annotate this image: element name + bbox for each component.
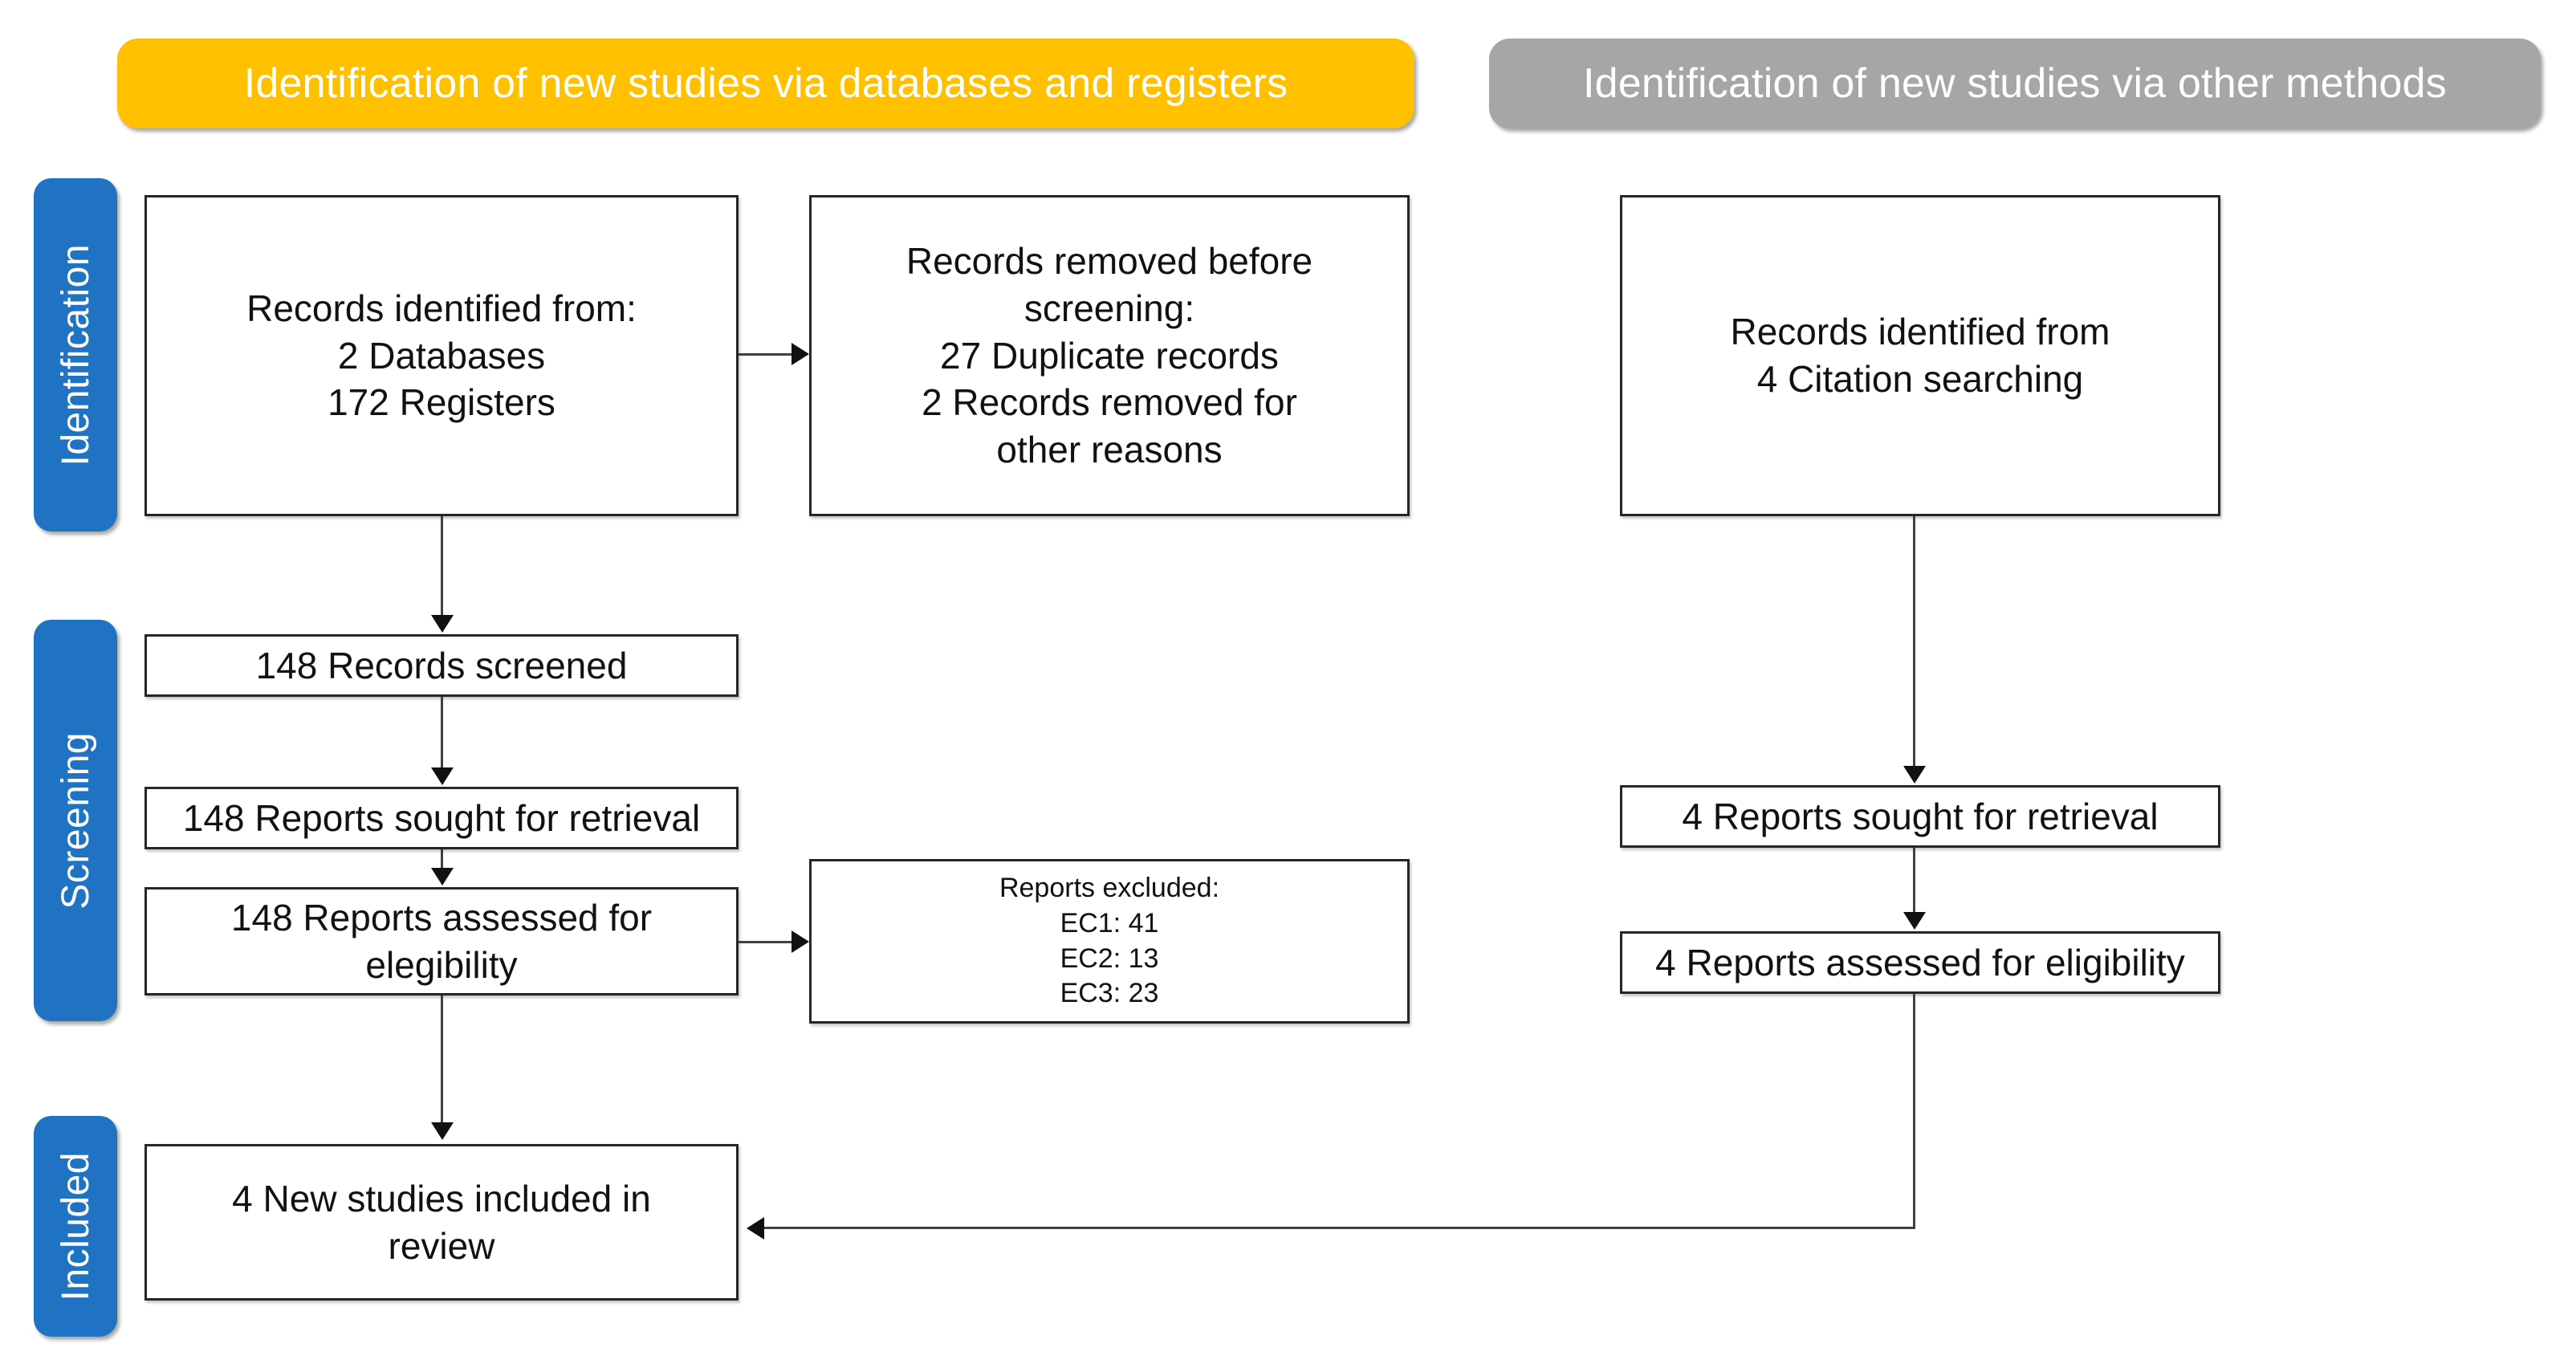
box-reports-sought-retrieval-other-line1: 4 Reports sought for retrieval bbox=[1682, 795, 2159, 837]
box-reports-assessed-eligibility-other: 4 Reports assessed for eligibility bbox=[1620, 931, 2220, 994]
box-records-removed-line4: 2 Records removed for bbox=[922, 381, 1297, 424]
box-reports-sought-retrieval-other: 4 Reports sought for retrieval bbox=[1620, 785, 2220, 848]
box-records-identified-citation: Records identified from 4 Citation searc… bbox=[1620, 195, 2220, 516]
stage-tab-identification-label: Identification bbox=[54, 243, 97, 466]
arrow-other-to-included bbox=[747, 1217, 764, 1240]
stage-tab-included: Included bbox=[34, 1116, 117, 1337]
box-records-removed-line3: 27 Duplicate records bbox=[940, 334, 1279, 377]
header-banner-databases: Identification of new studies via databa… bbox=[117, 39, 1414, 128]
stage-tab-included-label: Included bbox=[54, 1151, 97, 1301]
box-reports-sought-retrieval: 148 Reports sought for retrieval bbox=[144, 787, 739, 849]
arrow-citation-to-sought-other bbox=[1903, 766, 1926, 784]
box-records-identified-line3: 172 Registers bbox=[328, 381, 555, 424]
box-reports-assessed-eligibility-line1: 148 Reports assessed for bbox=[230, 896, 653, 938]
box-new-studies-included-line1: 4 New studies included in bbox=[232, 1177, 651, 1219]
header-banner-databases-label: Identification of new studies via databa… bbox=[243, 60, 1288, 107]
box-reports-assessed-eligibility-line2: elegibility bbox=[365, 943, 518, 986]
connector-screened-to-sought bbox=[441, 697, 443, 769]
header-banner-other-methods-label: Identification of new studies via other … bbox=[1582, 60, 2447, 107]
arrow-identified-to-removed bbox=[792, 343, 809, 365]
box-reports-excluded-line1: Reports excluded: bbox=[999, 873, 1220, 904]
box-records-removed: Records removed before screening: 27 Dup… bbox=[809, 195, 1410, 516]
connector-sought-to-assessed bbox=[441, 849, 443, 869]
box-reports-excluded-line2: EC1: 41 bbox=[1060, 907, 1159, 938]
arrow-assessed-to-included bbox=[431, 1122, 454, 1140]
box-records-identified-line1: Records identified from: bbox=[246, 287, 637, 329]
box-records-removed-line1: Records removed before bbox=[905, 239, 1313, 282]
box-records-identified: Records identified from: 2 Databases 172… bbox=[144, 195, 739, 516]
box-records-screened: 148 Records screened bbox=[144, 634, 739, 697]
box-records-removed-line2: screening: bbox=[1023, 287, 1195, 329]
arrow-sought-to-assessed bbox=[431, 868, 454, 885]
connector-identified-to-screened bbox=[441, 516, 443, 617]
connector-citation-to-sought-other bbox=[1913, 516, 1915, 767]
box-new-studies-included: 4 New studies included in review bbox=[144, 1144, 739, 1301]
box-records-identified-line2: 2 Databases bbox=[337, 334, 546, 377]
connector-sought-to-assessed-other bbox=[1913, 848, 1915, 914]
stage-tab-screening: Screening bbox=[34, 620, 117, 1021]
connector-identified-to-removed bbox=[739, 353, 792, 356]
arrow-screened-to-sought bbox=[431, 767, 454, 785]
stage-tab-screening-label: Screening bbox=[54, 731, 97, 910]
stage-tab-identification: Identification bbox=[34, 178, 117, 531]
box-records-screened-line1: 148 Records screened bbox=[255, 644, 628, 686]
connector-other-to-included-horizontal bbox=[764, 1227, 1915, 1229]
box-reports-excluded-line4: EC3: 23 bbox=[1060, 978, 1159, 1009]
connector-other-to-included-vertical bbox=[1913, 994, 1915, 1228]
box-reports-sought-retrieval-line1: 148 Reports sought for retrieval bbox=[182, 796, 701, 839]
box-reports-excluded-line3: EC2: 13 bbox=[1060, 942, 1159, 974]
connector-assessed-to-excluded bbox=[739, 941, 792, 943]
connector-assessed-to-included bbox=[441, 995, 443, 1124]
arrow-identified-to-screened bbox=[431, 615, 454, 633]
box-reports-assessed-eligibility: 148 Reports assessed for elegibility bbox=[144, 887, 739, 995]
arrow-sought-to-assessed-other bbox=[1903, 912, 1926, 930]
box-records-removed-line5: other reasons bbox=[996, 429, 1223, 471]
box-new-studies-included-line2: review bbox=[388, 1224, 495, 1267]
arrow-assessed-to-excluded bbox=[792, 930, 809, 953]
box-records-identified-citation-line2: 4 Citation searching bbox=[1756, 358, 2084, 400]
header-banner-other-methods: Identification of new studies via other … bbox=[1489, 39, 2541, 128]
box-records-identified-citation-line1: Records identified from bbox=[1730, 311, 2110, 353]
box-reports-excluded: Reports excluded: EC1: 41 EC2: 13 EC3: 2… bbox=[809, 859, 1410, 1024]
box-reports-assessed-eligibility-other-line1: 4 Reports assessed for eligibility bbox=[1655, 941, 2185, 983]
